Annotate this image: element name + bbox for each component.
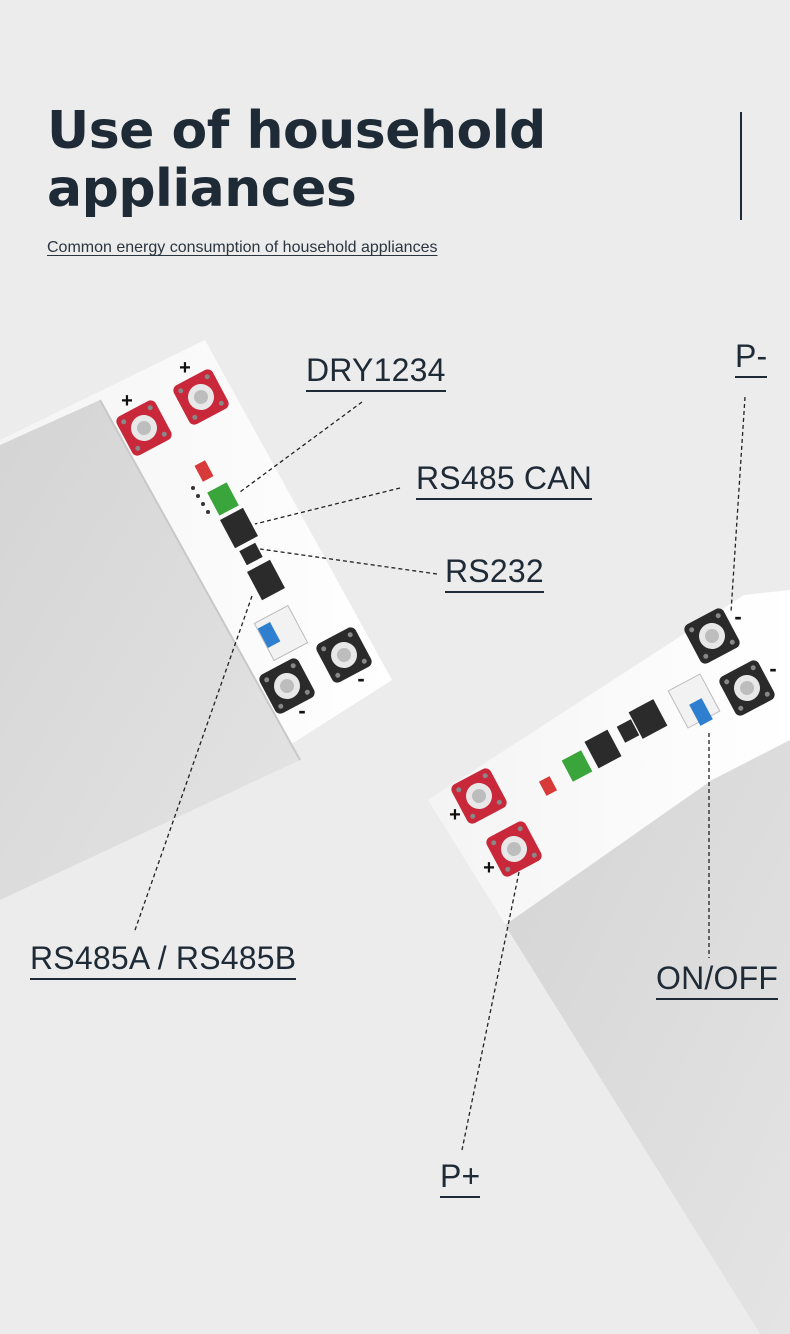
battery-unit-right: + + - - (428, 590, 790, 1334)
callout-dry1234: DRY1234 (306, 352, 446, 392)
rs232-port (239, 542, 263, 566)
leader-lines (133, 396, 746, 1151)
callout-rs485-can: RS485 CAN (416, 460, 593, 500)
negative-terminal-1 (259, 658, 315, 714)
callout-p-minus: P- (735, 338, 768, 378)
plus-sign: + (179, 357, 191, 379)
plus-sign: + (121, 390, 133, 412)
negative-terminal-3 (684, 608, 740, 664)
positive-terminal-3 (451, 768, 507, 824)
minus-sign: - (298, 698, 305, 723)
negative-terminal-4 (719, 660, 775, 716)
page-subtitle: Common energy consumption of household a… (47, 239, 438, 256)
callout-rs485a-rs485b: RS485A / RS485B (30, 940, 297, 980)
minus-sign: - (357, 666, 364, 691)
rs485-can-port (220, 507, 258, 549)
plus-sign: + (483, 857, 495, 879)
rs485ab-port (247, 559, 285, 601)
battery-unit-left: + + - - (0, 340, 392, 900)
callout-p-plus: P+ (440, 1158, 481, 1198)
dry-contact-connector (207, 482, 239, 516)
positive-terminal-1 (116, 400, 172, 456)
positive-terminal-4 (486, 821, 542, 877)
minus-sign: - (769, 656, 776, 681)
callout-on-off: ON/OFF (656, 960, 779, 1000)
title-divider (740, 112, 742, 220)
plus-sign: + (449, 804, 461, 826)
page-title: Use of household appliances (47, 101, 546, 219)
callout-rs232: RS232 (445, 553, 544, 593)
positive-terminal-2 (173, 369, 229, 425)
negative-terminal-2 (316, 627, 372, 683)
minus-sign: - (734, 604, 741, 629)
